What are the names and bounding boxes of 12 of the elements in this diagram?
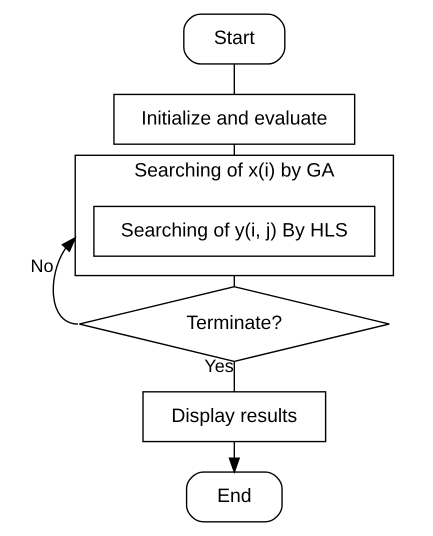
node-box: End xyxy=(185,471,282,523)
node-box: Display results xyxy=(142,391,326,442)
node-box: Start xyxy=(182,13,285,65)
node-box: Searching of y(i, j) By HLS xyxy=(92,206,375,257)
connector xyxy=(233,144,234,156)
arrow xyxy=(52,236,78,325)
connector xyxy=(233,361,234,392)
arrow xyxy=(228,442,240,474)
edge-label: No xyxy=(30,256,53,276)
node-box: Initialize and evaluate xyxy=(112,94,355,145)
connector xyxy=(233,64,234,94)
connector xyxy=(233,276,234,286)
